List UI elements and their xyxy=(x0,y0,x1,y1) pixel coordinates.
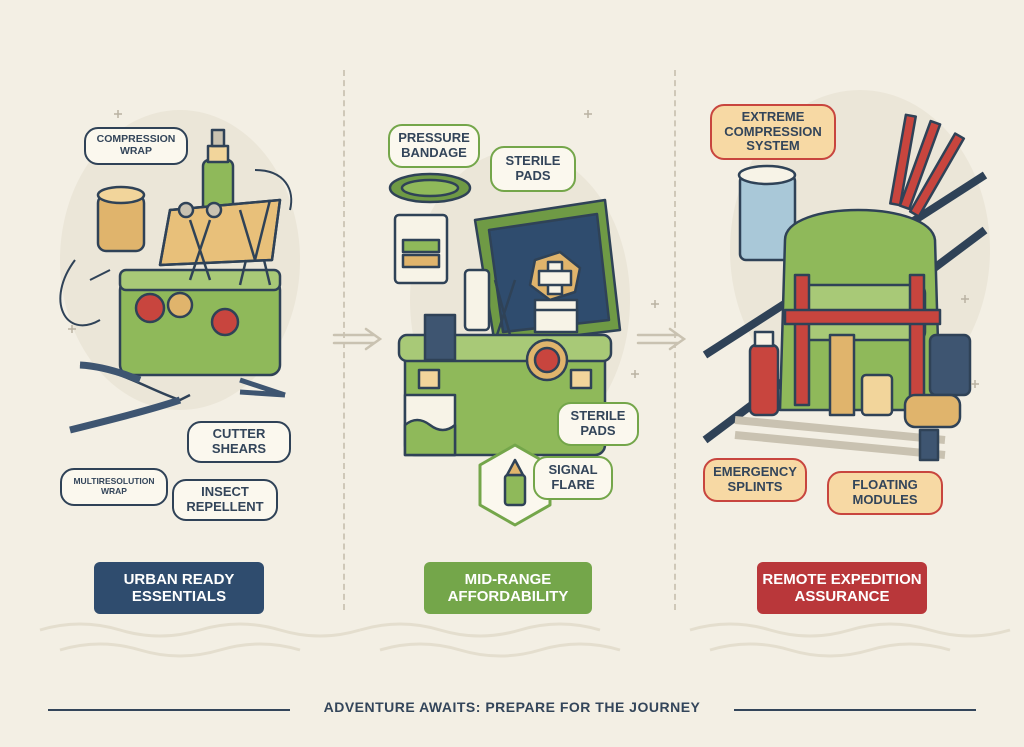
badge-mid-range-affordability: MID-RANGE AFFORDABILITY xyxy=(424,562,592,614)
footer-line-right xyxy=(734,709,976,711)
label-signal-flare: SIGNAL FLARE xyxy=(533,456,613,500)
progression-arrow-icon xyxy=(332,327,383,351)
label-pressure-bandage: PRESSURE BANDAGE xyxy=(388,124,480,168)
badge-remote-expedition-assurance: REMOTE EXPEDITION ASSURANCE xyxy=(757,562,927,614)
label-multiresolution-wrap: MULTIRESOLUTION WRAP xyxy=(60,468,168,506)
column-divider-left xyxy=(343,70,345,610)
label-extreme-compression-system: EXTREME COMPRESSION SYSTEM xyxy=(710,104,836,160)
remote-pack-illustration xyxy=(702,113,988,462)
mid-kit-illustration xyxy=(388,172,622,527)
footer-line-left xyxy=(48,709,290,711)
label-sterile-pads-top: STERILE PADS xyxy=(490,146,576,192)
label-cutter-shears: CUTTER SHEARS xyxy=(187,421,291,463)
label-insect-repellent: INSECT REPELLENT xyxy=(172,479,278,521)
progression-arrow-icon xyxy=(636,327,687,351)
footer-title: ADVENTURE AWAITS: PREPARE FOR THE JOURNE… xyxy=(323,699,701,715)
label-sterile-pads-bottom: STERILE PADS xyxy=(557,402,639,446)
urban-kit-illustration xyxy=(59,128,293,434)
label-emergency-splints: EMERGENCY SPLINTS xyxy=(703,458,807,502)
label-compression-wrap: COMPRESSION WRAP xyxy=(84,127,188,165)
badge-urban-ready-essentials: URBAN READY ESSENTIALS xyxy=(94,562,264,614)
label-floating-modules: FLOATING MODULES xyxy=(827,471,943,515)
column-divider-right xyxy=(674,70,676,610)
